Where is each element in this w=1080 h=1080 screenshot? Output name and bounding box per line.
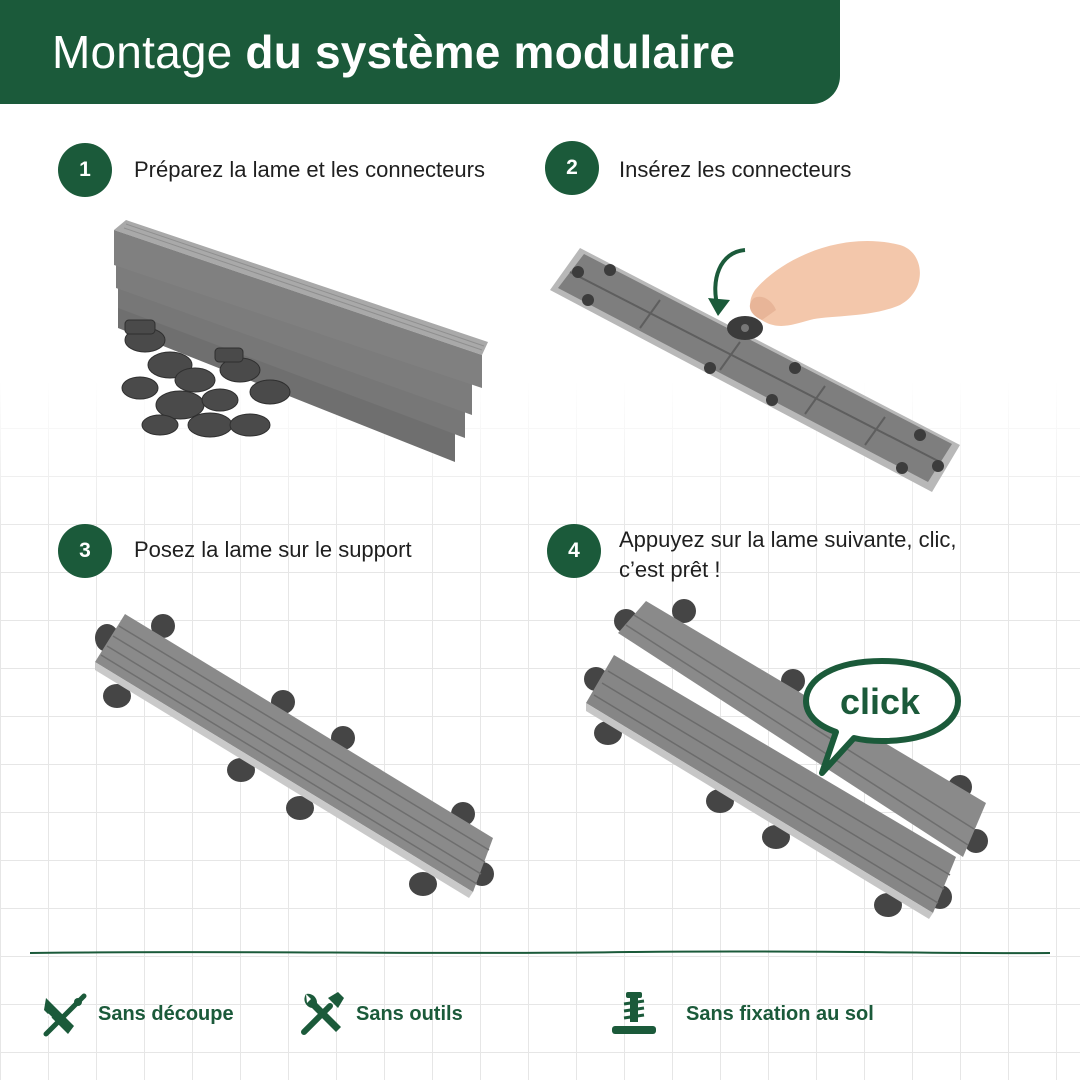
board-upper xyxy=(618,601,986,857)
section-divider xyxy=(30,950,1050,955)
title-regular: Montage xyxy=(52,26,246,78)
feature-no-tools: Sans outils xyxy=(296,988,463,1040)
board-lower xyxy=(586,655,956,919)
click-speech-bubble: click xyxy=(803,658,961,776)
feature-no-cutting: Sans découpe xyxy=(38,988,234,1040)
board-stack xyxy=(114,220,488,462)
step-4-text-line-2: c’est prêt ! xyxy=(619,557,721,582)
feature-no-cutting-label: Sans découpe xyxy=(98,1002,234,1025)
two-boards-click-image xyxy=(584,599,988,919)
hand xyxy=(749,241,920,326)
click-text: click xyxy=(840,681,921,722)
title-bold: du système modulaire xyxy=(245,26,736,78)
feature-no-tools-label: Sans outils xyxy=(356,1002,463,1025)
connector-pile xyxy=(121,319,291,438)
step-1-text: Préparez la lame et les connecteurs xyxy=(134,157,485,182)
step-1-badge: 1 xyxy=(58,143,112,197)
tools-icon xyxy=(301,992,344,1035)
step-4-text-line-1: Appuyez sur la lame suivante, clic, xyxy=(619,527,957,552)
step-4-badge: 4 xyxy=(547,524,601,578)
step-3-text: Posez la lame sur le support xyxy=(134,537,412,562)
step-3-badge: 3 xyxy=(58,524,112,578)
page-title: Montage du système modulaire xyxy=(52,25,735,79)
step-2-badge: 2 xyxy=(545,141,599,195)
step-4-text: Appuyez sur la lame suivante, clic, c’es… xyxy=(619,525,957,585)
placed-board xyxy=(95,614,493,898)
boards-and-connectors-image xyxy=(114,220,488,462)
feature-no-floor-fixing: Sans fixation au sol xyxy=(608,988,874,1040)
step-2-text: Insérez les connecteurs xyxy=(619,157,852,182)
no-saw-icon xyxy=(43,993,87,1037)
board-underside-image xyxy=(550,241,960,492)
header-banner: Montage du système modulaire xyxy=(0,0,840,104)
board-underside xyxy=(550,248,960,492)
board-on-support-image xyxy=(95,614,494,898)
feature-no-floor-fixing-label: Sans fixation au sol xyxy=(686,1002,874,1025)
screw-floor-icon xyxy=(612,992,656,1034)
